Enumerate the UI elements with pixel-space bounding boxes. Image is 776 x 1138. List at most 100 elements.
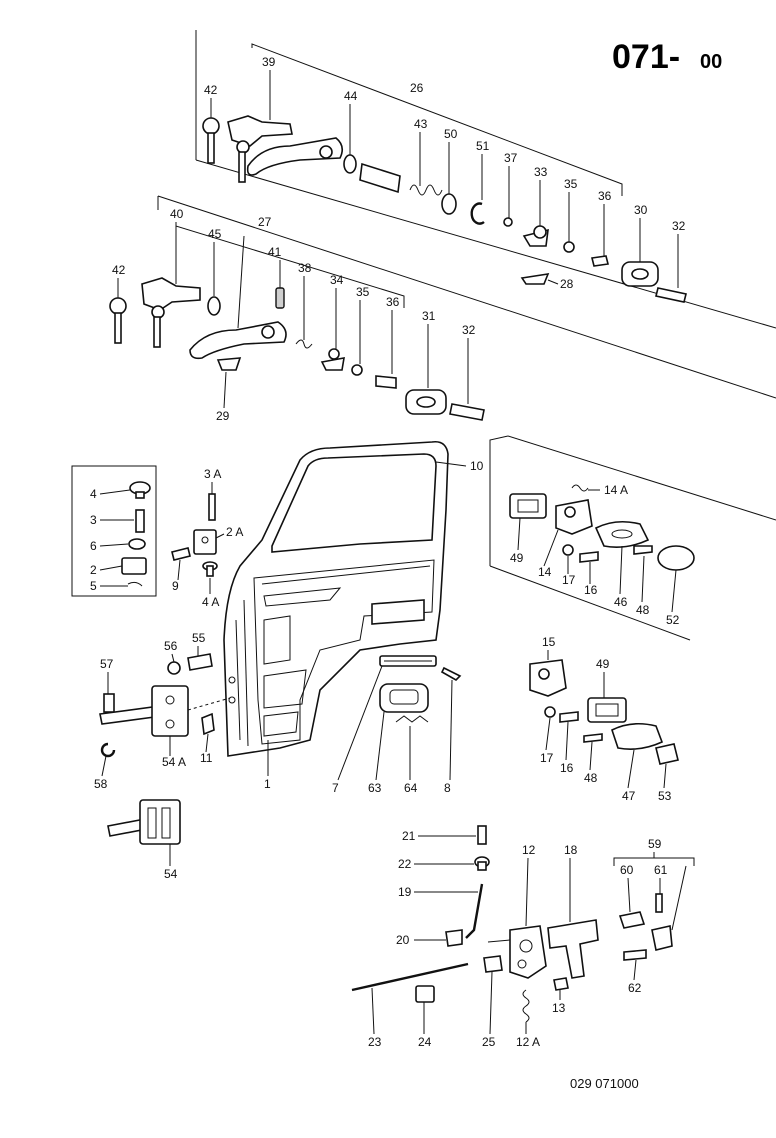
callout-label: 35 xyxy=(564,177,578,191)
part-41-pin xyxy=(275,287,285,309)
part-18-bracket xyxy=(547,919,599,979)
callout-label: 7 xyxy=(332,781,339,795)
callout-label: 26 xyxy=(410,81,424,95)
part-2a-hinge xyxy=(193,529,217,555)
callout-label: 18 xyxy=(564,843,578,857)
part-24-clip xyxy=(415,985,435,1003)
callout-label: 23 xyxy=(368,1035,382,1049)
part-31-escutcheon xyxy=(405,389,447,415)
callout-label: 53 xyxy=(658,789,672,803)
part-43-spring xyxy=(409,184,443,196)
callout-label: 9 xyxy=(172,579,179,593)
part-9-screw xyxy=(171,547,191,561)
callout-label: 17 xyxy=(562,573,576,587)
callout-label: 37 xyxy=(504,151,518,165)
part-3-pin xyxy=(135,509,145,533)
part-45-o-ring xyxy=(207,296,221,316)
part-12a-spring xyxy=(522,989,530,1023)
part-58-circlip xyxy=(100,742,116,758)
part-51-circlip xyxy=(470,202,485,225)
part-20-clip xyxy=(445,929,463,947)
callout-label: 40 xyxy=(170,207,184,221)
part-50-washer xyxy=(441,193,457,215)
callout-label: 32 xyxy=(672,219,686,233)
group-14-labels: 14 A 49 14 17 16 46 48 52 xyxy=(510,483,680,627)
part-29-clip xyxy=(216,357,242,371)
callout-label: 2 xyxy=(90,563,97,577)
callout-label: 3 xyxy=(90,513,97,527)
callout-label: 14 xyxy=(538,565,552,579)
diagram-code-main: 071- xyxy=(612,38,680,76)
part-13-screw xyxy=(553,977,569,991)
callout-label: 36 xyxy=(598,189,612,203)
group-59-labels: 59 60 61 62 xyxy=(620,837,687,995)
group-27-labels: 40 27 45 41 38 34 35 36 31 32 42 29 xyxy=(112,207,476,423)
part-26-door-handle xyxy=(246,137,344,176)
callout-label: 47 xyxy=(622,789,636,803)
part-32b-screw xyxy=(449,403,485,421)
group-hinge-a-labels: 3 A 2 A 9 4 A xyxy=(172,467,243,609)
part-34-lever xyxy=(320,348,345,371)
group-hinge-labels: 4 3 6 2 5 xyxy=(90,487,134,593)
part-35b-washer xyxy=(351,364,363,376)
callout-label: 4 A xyxy=(202,595,219,609)
part-8-screw xyxy=(440,666,462,681)
part-38-spring xyxy=(295,339,313,349)
callout-label: 42 xyxy=(112,263,126,277)
callout-label: 15 xyxy=(542,635,556,649)
callout-label: 48 xyxy=(584,771,598,785)
callout-label: 25 xyxy=(482,1035,496,1049)
callout-label: 30 xyxy=(634,203,648,217)
callout-label: 63 xyxy=(368,781,382,795)
part-59-latch xyxy=(651,925,673,951)
part-25-bracket xyxy=(483,955,503,973)
part-30-escutcheon xyxy=(621,261,659,287)
part-4-cap xyxy=(129,481,151,499)
part-36b-screw xyxy=(375,375,397,389)
part-55-bolt xyxy=(187,653,213,671)
callout-label: 12 xyxy=(522,843,536,857)
part-53-cap xyxy=(655,743,679,765)
part-16a-screw xyxy=(579,551,599,563)
callout-label: 48 xyxy=(636,603,650,617)
part-48a-screw xyxy=(633,545,653,555)
part-5-clip xyxy=(127,581,143,587)
callout-label: 1 xyxy=(264,777,271,791)
callout-label: 45 xyxy=(208,227,222,241)
part-4a-bolt xyxy=(202,561,218,577)
callout-label: 14 A xyxy=(604,483,628,497)
part-48b-screw xyxy=(583,733,603,743)
callout-label: 3 A xyxy=(204,467,221,481)
callout-label: 11 xyxy=(200,751,213,765)
group-59-frame xyxy=(613,852,695,866)
callout-label: 52 xyxy=(666,613,680,627)
callout-label: 33 xyxy=(534,165,548,179)
part-12-lock xyxy=(487,925,547,979)
callout-label: 29 xyxy=(216,409,230,423)
callout-label: 57 xyxy=(100,657,114,671)
group-hinge-pin-frame xyxy=(71,465,157,597)
callout-label: 36 xyxy=(386,295,400,309)
part-44-o-ring xyxy=(343,154,357,174)
callout-label: 50 xyxy=(444,127,458,141)
part-42b-key xyxy=(109,297,127,344)
callout-label: 39 xyxy=(262,55,276,69)
part-47-trim-bezel xyxy=(611,722,664,750)
callout-label: 44 xyxy=(344,89,358,103)
part-39-lock-cylinder xyxy=(227,115,293,183)
part-54-check-strap xyxy=(107,799,181,845)
callout-label: 28 xyxy=(560,277,574,291)
part-27-door-handle xyxy=(189,321,287,360)
callout-label: 64 xyxy=(404,781,418,795)
part-6-washer xyxy=(128,538,146,550)
group-26-frame xyxy=(195,30,776,329)
callout-label: 55 xyxy=(192,631,206,645)
part-17a-washer xyxy=(562,544,574,556)
callout-label: 56 xyxy=(164,639,178,653)
callout-label: 41 xyxy=(268,245,282,259)
callout-label: 59 xyxy=(648,837,662,851)
callout-label: 6 xyxy=(90,539,97,553)
part-61-screw xyxy=(655,893,663,913)
callout-label: 20 xyxy=(396,933,410,947)
